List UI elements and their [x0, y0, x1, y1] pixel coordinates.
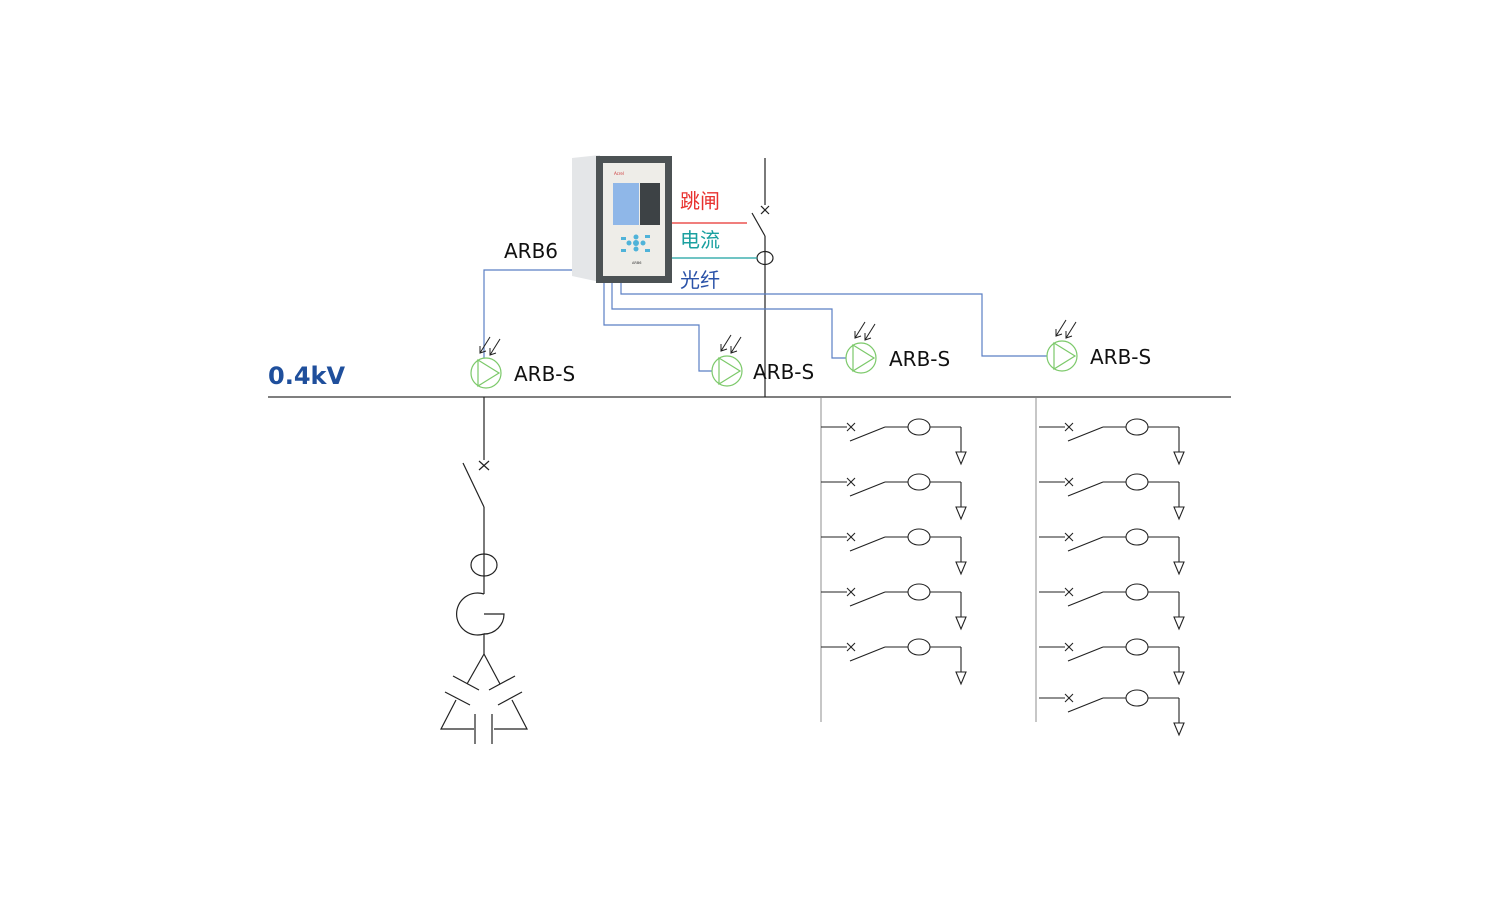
load-arrow-icon: [955, 506, 967, 521]
feeder-circuit: [821, 638, 967, 686]
load-arrow-icon: [1173, 506, 1185, 521]
light-arrows-icon: [720, 334, 742, 354]
feeder-circuit: [1039, 418, 1185, 466]
feeder-circuit: [821, 583, 967, 631]
sensor-icon: [470, 357, 502, 389]
sensor-icon: [1046, 340, 1078, 372]
load-arrow-icon: [955, 671, 967, 686]
current-transformer: [1125, 473, 1149, 491]
feeder-circuit: [1039, 528, 1185, 576]
current-transformer: [907, 528, 931, 546]
load-arrow-icon: [1173, 451, 1185, 466]
trip-label: 跳闸: [680, 189, 720, 213]
light-arrows-icon: [854, 321, 876, 341]
feeder-circuit: [1039, 689, 1185, 737]
fiber-optic-lines: [483, 269, 1047, 372]
current-transformer: [1125, 418, 1149, 436]
device-brand: Acrel: [614, 171, 624, 176]
sensor-label: ARB-S: [753, 360, 814, 384]
device-model: ARB6: [632, 261, 641, 265]
feeder-circuit: [821, 473, 967, 521]
feeder-circuit: [1039, 638, 1185, 686]
current-label: 电流: [680, 228, 720, 252]
device-name-label: ARB6: [504, 239, 558, 263]
current-transformer: [1125, 638, 1149, 656]
generator-branch: [440, 397, 528, 744]
load-arrow-icon: [1173, 561, 1185, 576]
current-transformer: [907, 418, 931, 436]
light-arrows-icon: [479, 336, 501, 356]
load-arrow-icon: [955, 451, 967, 466]
current-transformer: [1125, 689, 1149, 707]
arc-light-sensor: ARB-S: [845, 321, 950, 374]
light-arrows-icon: [1055, 319, 1077, 339]
current-transformer: [907, 473, 931, 491]
feeder-circuit: [821, 418, 967, 466]
fiber-label: 光纤: [680, 268, 720, 292]
feeder-group: [1035, 398, 1185, 737]
feeder-circuit: [1039, 473, 1185, 521]
load-arrow-icon: [1173, 722, 1185, 737]
feeder-circuit: [1039, 583, 1185, 631]
current-transformer: [907, 638, 931, 656]
arb6-device: Acrel ARB6: [572, 155, 672, 283]
sensor-label: ARB-S: [514, 362, 575, 386]
load-arrow-icon: [955, 616, 967, 631]
current-transformer: [1125, 583, 1149, 601]
keypad: [621, 234, 650, 252]
feeder-circuit: [821, 528, 967, 576]
arc-light-sensor: ARB-S: [711, 334, 814, 387]
load-arrow-icon: [1173, 671, 1185, 686]
load-arrow-icon: [955, 561, 967, 576]
arc-light-sensor: ARB-S: [1046, 319, 1151, 372]
bus-voltage-label: 0.4kV: [268, 362, 345, 390]
sensor-icon: [711, 355, 743, 387]
sensor-label: ARB-S: [1090, 345, 1151, 369]
feeder-group: [820, 398, 967, 722]
current-transformer: [907, 583, 931, 601]
current-transformer: [1125, 528, 1149, 546]
sensor-icon: [845, 342, 877, 374]
sensor-label: ARB-S: [889, 347, 950, 371]
arc-light-sensor: ARB-S: [470, 336, 575, 389]
load-arrow-icon: [1173, 616, 1185, 631]
